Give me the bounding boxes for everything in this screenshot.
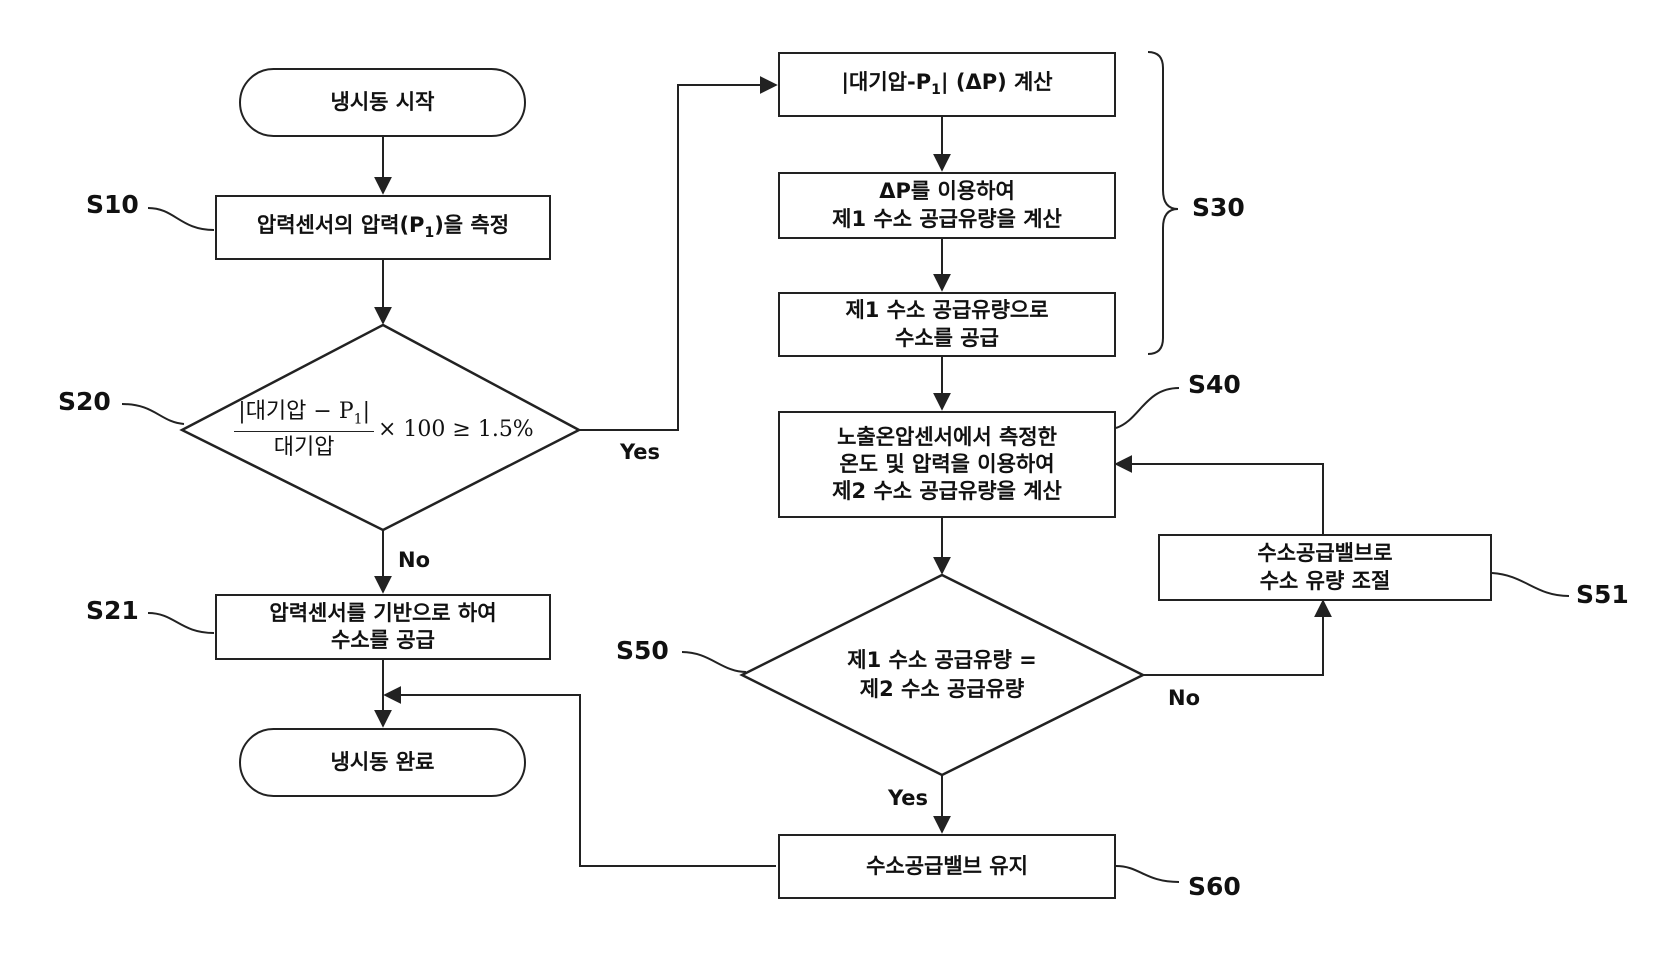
s50-line-2: 제2 수소 공급유량 xyxy=(860,675,1024,704)
s30-brace xyxy=(1148,52,1178,354)
s20-condition: |대기압 − P1| 대기압 × 100 ≥ 1.5% xyxy=(222,385,546,475)
arrow-s20-yes xyxy=(579,85,776,430)
s20-num-sub: 1 xyxy=(354,411,363,427)
edge-label-s50-yes: Yes xyxy=(888,786,928,810)
s30b-line-2: 제1 수소 공급유량을 계산 xyxy=(832,206,1062,233)
s20-numerator: |대기압 − P1| xyxy=(234,397,374,432)
s40-line-1: 노출온압센서에서 측정한 xyxy=(837,424,1057,451)
s40-box: 노출온압센서에서 측정한 온도 및 압력을 이용하여 제2 수소 공급유량을 계… xyxy=(778,411,1116,518)
s60-box: 수소공급밸브 유지 xyxy=(778,834,1116,899)
leader-s10 xyxy=(148,208,214,230)
arrow-s51-to-s40 xyxy=(1116,464,1323,534)
leader-s20 xyxy=(122,404,184,424)
s20-denominator: 대기압 xyxy=(274,432,335,464)
leader-s51 xyxy=(1492,573,1569,596)
s40-line-2: 온도 및 압력을 이용하여 xyxy=(839,451,1054,478)
s50-condition: 제1 수소 공급유량 = 제2 수소 공급유량 xyxy=(792,640,1092,710)
s30b-box: ΔP를 이용하여 제1 수소 공급유량을 계산 xyxy=(778,172,1116,239)
s10-text-pre: 압력센서의 압력(P xyxy=(257,213,425,237)
leader-s50 xyxy=(682,652,746,672)
edge-label-s20-yes: Yes xyxy=(620,440,660,464)
s21-line-2: 수소를 공급 xyxy=(331,627,435,654)
edge-label-s50-no: No xyxy=(1168,686,1200,710)
arrow-s50-no xyxy=(1143,601,1323,675)
s60-label: 수소공급밸브 유지 xyxy=(866,853,1028,880)
s30b-line-1: ΔP를 이용하여 xyxy=(879,178,1015,205)
s10-text-post: )을 측정 xyxy=(434,213,509,237)
s51-line-2: 수소 유량 조절 xyxy=(1260,568,1391,595)
s20-num-pre: |대기압 − P xyxy=(238,399,353,424)
s51-box: 수소공급밸브로 수소 유량 조절 xyxy=(1158,534,1492,601)
start-terminal: 냉시동 시작 xyxy=(239,68,526,137)
s21-line-1: 압력센서를 기반으로 하여 xyxy=(269,600,496,627)
s20-num-post: | xyxy=(363,399,370,424)
s30a-text-post: | (ΔP) 계산 xyxy=(941,70,1053,94)
s10-box: 압력센서의 압력(P1)을 측정 xyxy=(215,195,551,260)
s30c-line-1: 제1 수소 공급유량으로 xyxy=(845,297,1048,324)
step-label-s40: S40 xyxy=(1188,370,1241,399)
s20-inequality: × 100 ≥ 1.5% xyxy=(378,415,534,446)
end-terminal: 냉시동 완료 xyxy=(239,728,526,797)
step-label-s30: S30 xyxy=(1192,193,1245,222)
step-label-s50: S50 xyxy=(616,636,669,665)
step-label-s10: S10 xyxy=(86,190,139,219)
end-terminal-label: 냉시동 완료 xyxy=(331,749,435,776)
s30a-text-sub: 1 xyxy=(931,83,941,99)
step-label-s21: S21 xyxy=(86,596,139,625)
s30c-line-2: 수소를 공급 xyxy=(895,325,999,352)
s30a-box: |대기압-P1| (ΔP) 계산 xyxy=(778,52,1116,117)
s30a-text-pre: |대기압-P xyxy=(841,70,931,94)
leader-s21 xyxy=(148,613,214,633)
leader-s60 xyxy=(1116,866,1179,882)
s21-box: 압력센서를 기반으로 하여 수소를 공급 xyxy=(215,594,551,660)
s30c-box: 제1 수소 공급유량으로 수소를 공급 xyxy=(778,292,1116,357)
s10-text: 압력센서의 압력(P1)을 측정 xyxy=(257,212,509,242)
s20-fraction: |대기압 − P1| 대기압 xyxy=(234,397,374,464)
s10-text-sub: 1 xyxy=(424,226,434,242)
step-label-s20: S20 xyxy=(58,387,111,416)
s30a-text: |대기압-P1| (ΔP) 계산 xyxy=(841,69,1052,99)
edge-label-s20-no: No xyxy=(398,548,430,572)
step-label-s51: S51 xyxy=(1576,580,1629,609)
s51-line-1: 수소공급밸브로 xyxy=(1257,540,1392,567)
start-terminal-label: 냉시동 시작 xyxy=(331,89,435,116)
s40-line-3: 제2 수소 공급유량을 계산 xyxy=(832,478,1062,505)
s50-line-1: 제1 수소 공급유량 = xyxy=(847,646,1036,675)
step-label-s60: S60 xyxy=(1188,872,1241,901)
leader-s40 xyxy=(1116,388,1179,428)
